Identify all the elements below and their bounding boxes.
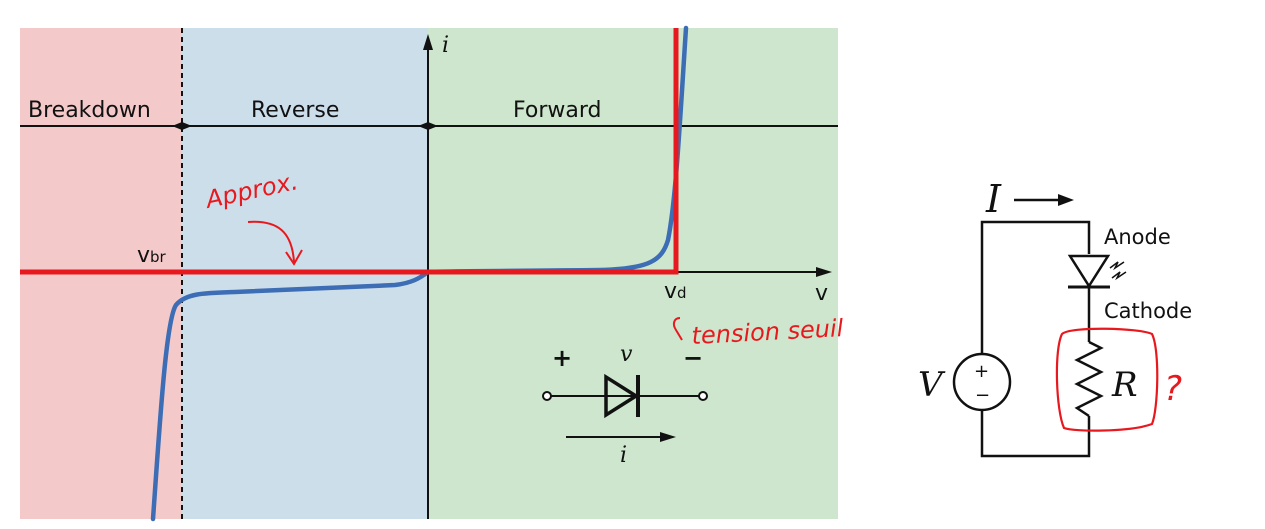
arrow-breakdown-right: [172, 122, 182, 130]
current-label: I: [985, 177, 1002, 221]
circuit: I Anode Cathode R + − V ?: [918, 177, 1192, 458]
arrow-forward-left: [428, 122, 438, 130]
voltage-source: [952, 352, 1012, 412]
diode-plus-sign: +: [552, 344, 572, 372]
threshold-note-arrow: [672, 317, 683, 341]
resistor-highlight-box: [1055, 327, 1159, 432]
cathode-label: Cathode: [1104, 299, 1192, 323]
diode-triangle: [604, 373, 640, 419]
resistor-label: R: [1111, 365, 1138, 405]
voltage-source-minus: −: [975, 385, 990, 406]
threshold-voltage-marker: vd: [664, 279, 687, 304]
arrow-reverse-right: [418, 122, 428, 130]
approx-annotation-arrow: [247, 220, 295, 263]
current-arrowhead: [660, 432, 676, 442]
resistor-symbol: [1074, 340, 1104, 418]
current-direction-arrowhead: [1058, 194, 1074, 206]
voltage-source-plus: +: [974, 361, 989, 382]
terminal-right: [698, 391, 708, 401]
question-mark: ?: [1164, 369, 1182, 409]
current-axis-arrowhead: [423, 34, 433, 50]
voltage-axis-label: v: [815, 281, 828, 306]
iv-chart: Breakdown Reverse Forward i v vbr vd App…: [20, 25, 844, 522]
label-reverse: Reverse: [251, 98, 339, 123]
anode-label: Anode: [1104, 225, 1171, 249]
diode-minus-sign: −: [683, 344, 703, 372]
circuit-wire-top: [980, 220, 1091, 355]
arrow-reverse-left: [182, 122, 192, 130]
label-forward: Forward: [513, 98, 601, 123]
voltage-axis-arrowhead: [816, 267, 832, 277]
circuit-wire-bottom: [980, 410, 1091, 458]
breakdown-voltage-marker: vbr: [137, 243, 167, 268]
diode-current-label: i: [620, 443, 627, 468]
approx-curve: [20, 28, 679, 275]
diode-voltage-label: v: [620, 342, 633, 367]
light-emission-icon: [1109, 261, 1127, 281]
label-breakdown: Breakdown: [28, 98, 151, 123]
diode-symbol: + v − i: [542, 342, 708, 468]
current-axis-label: i: [442, 33, 449, 58]
approx-annotation-arrowhead: [285, 249, 303, 266]
voltage-source-label: V: [918, 365, 946, 405]
led-symbol: [1067, 254, 1127, 289]
led-triangle: [1067, 254, 1111, 289]
terminal-left: [542, 391, 552, 401]
